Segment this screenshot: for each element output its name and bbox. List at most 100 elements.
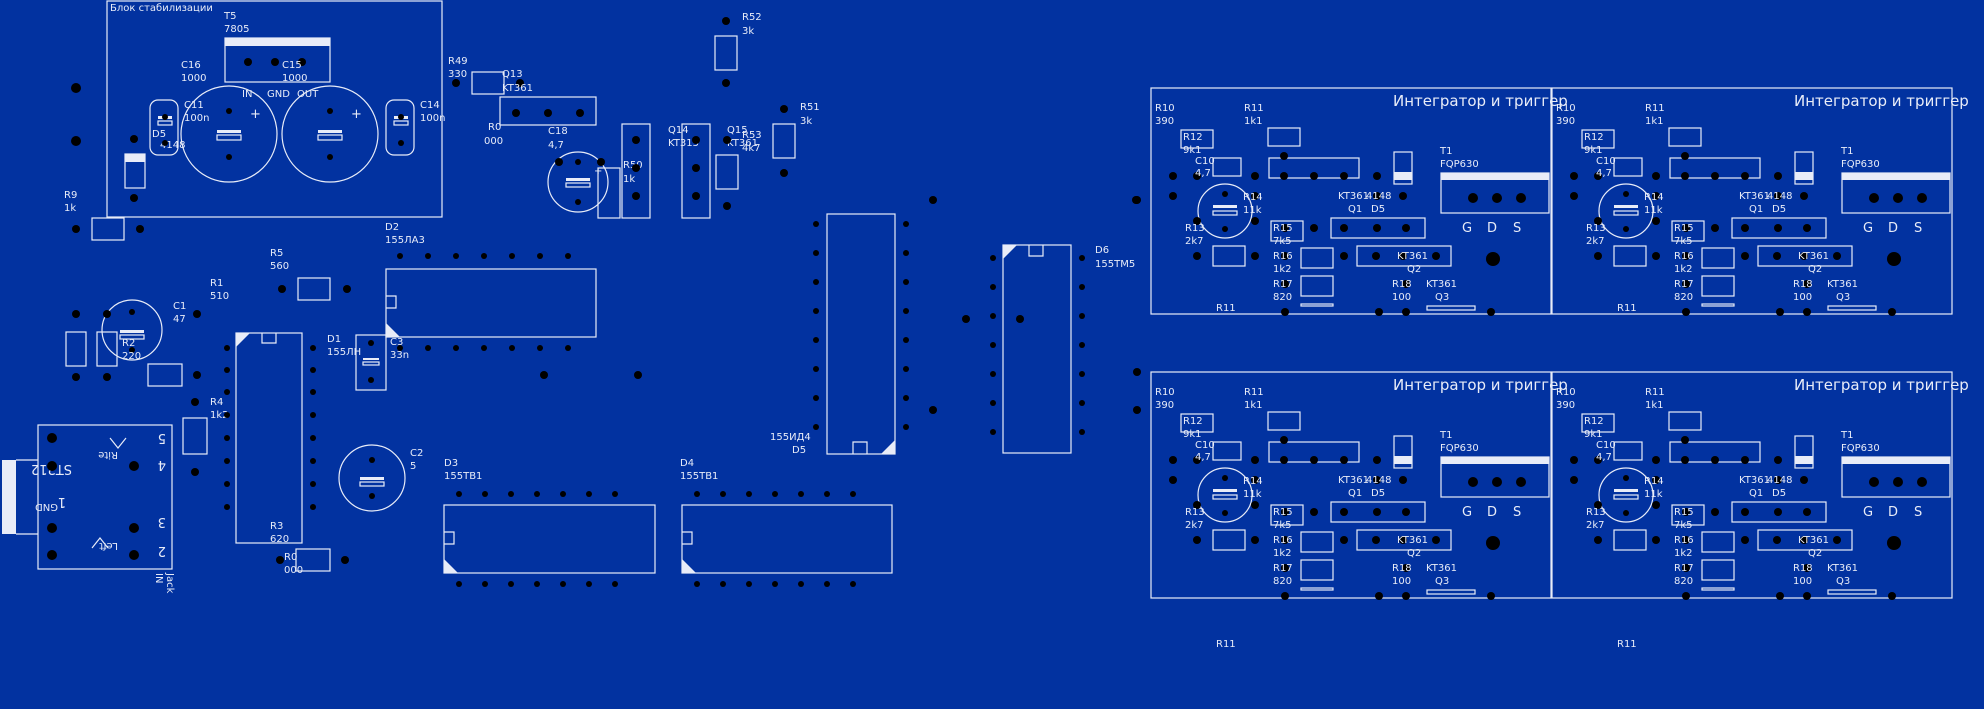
module-r18v-text: 100 xyxy=(1392,576,1411,587)
pad xyxy=(990,342,996,348)
module-q1v-text: KT361 xyxy=(1338,191,1369,202)
jack-pin-3: 3 xyxy=(158,514,166,529)
r51-value: 3k xyxy=(800,116,812,127)
pad xyxy=(482,491,488,497)
pad xyxy=(903,337,909,343)
q13-label: Q13 xyxy=(502,69,523,80)
module-r12v-text: 9k1 xyxy=(1183,145,1202,156)
pad xyxy=(850,491,856,497)
module-t1-text: T1 xyxy=(1840,430,1853,441)
module-c10-text: C10 xyxy=(1195,156,1215,167)
module-t1v-text: FQP630 xyxy=(1841,159,1880,170)
c18-value: 4,7 xyxy=(548,140,564,151)
module-r16v-text: 1k2 xyxy=(1674,548,1693,559)
pad xyxy=(903,308,909,314)
module-r16-text: R16 xyxy=(1674,251,1694,262)
pad xyxy=(850,581,856,587)
q14-value: KT315 xyxy=(668,138,699,149)
pad xyxy=(824,581,830,587)
pad xyxy=(746,581,752,587)
pad xyxy=(560,491,566,497)
pad xyxy=(990,400,996,406)
r1-value: 510 xyxy=(210,291,229,302)
module-bottom-text: R11 xyxy=(1216,303,1236,314)
c16-capacitor xyxy=(180,85,278,183)
module-r15-text: R15 xyxy=(1273,223,1293,234)
module-r10-text: R10 xyxy=(1556,103,1576,114)
r4-value: 1k2 xyxy=(210,410,229,421)
module-q3v-text: KT361 xyxy=(1426,279,1457,290)
r50-label: R50 xyxy=(623,160,643,171)
d3-chip: D3 155ТВ1 xyxy=(443,458,656,574)
module-q1-text: Q1 xyxy=(1348,204,1362,215)
module-r17v-text: 820 xyxy=(1674,292,1693,303)
module-r10v-text: 390 xyxy=(1556,400,1575,411)
pad xyxy=(509,253,515,259)
pad xyxy=(694,581,700,587)
jack-gnd: GND xyxy=(35,501,58,512)
r49-label: R49 xyxy=(448,56,468,67)
module-r18-text: R18 xyxy=(1793,563,1813,574)
r52-label: R52 xyxy=(742,12,762,23)
module-q1-text: Q1 xyxy=(1749,204,1763,215)
r9-label: R9 xyxy=(64,190,77,201)
c15-label: C15 xyxy=(282,60,302,71)
d3-label: D3 xyxy=(444,458,458,469)
pad xyxy=(612,581,618,587)
center-section: R49 330 Q13 KT361 R0 000 C18 4,7 + R50 1… xyxy=(448,12,1141,456)
pad xyxy=(813,221,819,227)
pad xyxy=(534,491,540,497)
module-d5v-text: 4148 xyxy=(1767,191,1792,202)
module-q3-text: Q3 xyxy=(1435,292,1449,303)
module-r16v-text: 1k2 xyxy=(1273,548,1292,559)
module-d5v-text: 4148 xyxy=(1767,475,1792,486)
pad xyxy=(813,250,819,256)
svg-text:+: + xyxy=(351,107,362,122)
module-c10-text: C10 xyxy=(1596,156,1616,167)
d2-label: D2 xyxy=(385,222,399,233)
module-r13-text: R13 xyxy=(1586,223,1606,234)
left-section: R9 1k R1 510 C1 47 R2 220 R4 1k2 xyxy=(2,83,423,594)
c14-label: C14 xyxy=(420,100,440,111)
r1-label: R1 xyxy=(210,278,223,289)
pad xyxy=(612,491,618,497)
module-title-text: Интегратор и триггер xyxy=(1393,376,1568,394)
module-q2-text: Q2 xyxy=(1407,548,1421,559)
pad xyxy=(772,491,778,497)
c11-label: C11 xyxy=(184,100,204,111)
pad xyxy=(1079,342,1085,348)
module-r12v-text: 9k1 xyxy=(1584,145,1603,156)
module-r13v-text: 2k7 xyxy=(1586,236,1605,247)
d5-chip-label: D5 xyxy=(792,445,806,456)
jack-left: Left xyxy=(99,540,118,551)
pad xyxy=(508,491,514,497)
pad xyxy=(565,345,571,351)
stab-block-title: Блок стабилизации xyxy=(110,3,213,14)
pad xyxy=(813,337,819,343)
pad xyxy=(1079,400,1085,406)
module-r14v-text: 11k xyxy=(1243,489,1262,500)
module-r15-text: R15 xyxy=(1273,507,1293,518)
pad xyxy=(453,345,459,351)
module-r15-text: R15 xyxy=(1674,507,1694,518)
module-q3-text: Q3 xyxy=(1435,576,1449,587)
module-g-text: G xyxy=(1863,221,1873,236)
pad xyxy=(903,366,909,372)
r9-value: 1k xyxy=(64,203,76,214)
gnd-label: GND xyxy=(267,89,290,100)
pad xyxy=(481,345,487,351)
q15-label: Q15 xyxy=(727,125,748,136)
module-r18v-text: 100 xyxy=(1793,292,1812,303)
r4-label: R4 xyxy=(210,397,223,408)
r53-value: 4k7 xyxy=(742,143,761,154)
pad xyxy=(508,581,514,587)
pad xyxy=(813,366,819,372)
pad xyxy=(903,395,909,401)
pad xyxy=(481,253,487,259)
module-r12-text: R12 xyxy=(1183,132,1203,143)
pad xyxy=(824,491,830,497)
module-r10v-text: 390 xyxy=(1556,116,1575,127)
module-r14v-text: 11k xyxy=(1644,489,1663,500)
module-q3v-text: KT361 xyxy=(1426,563,1457,574)
pad xyxy=(397,253,403,259)
